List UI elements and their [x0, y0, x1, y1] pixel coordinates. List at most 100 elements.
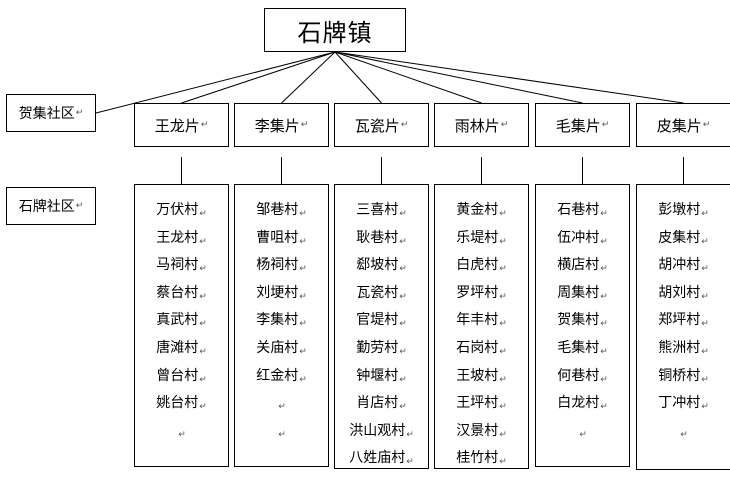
district-box: 李集片↵ — [234, 103, 329, 147]
village-item: 姚台村↵ — [135, 390, 228, 418]
village-name: 关庙村 — [256, 339, 299, 356]
paragraph-mark-icon: ↵ — [199, 264, 207, 275]
village-item: 年丰村↵ — [435, 307, 528, 335]
district-name: 瓦瓷片 — [354, 116, 400, 135]
paragraph-mark-icon: ↵ — [579, 429, 587, 440]
paragraph-mark-icon: ↵ — [299, 236, 307, 247]
village-item: 桂竹村↵ — [435, 445, 528, 473]
paragraph-mark-icon: ↵ — [701, 291, 709, 302]
village-item: 曹咀村↵ — [235, 225, 328, 253]
village-item: 杨祠村↵ — [235, 252, 328, 280]
village-item: 横店村↵ — [536, 252, 629, 280]
paragraph-mark-icon: ↵ — [600, 346, 608, 357]
paragraph-mark-icon: ↵ — [199, 402, 207, 413]
village-item: 王龙村↵ — [135, 225, 228, 253]
district-name: 皮集片 — [656, 116, 702, 135]
paragraph-mark-icon: ↵ — [299, 346, 307, 357]
village-item: 邹巷村↵ — [235, 197, 328, 225]
paragraph-mark-icon: ↵ — [600, 209, 608, 219]
village-item: 石巷村↵ — [536, 197, 629, 225]
village-name: 年丰村 — [456, 312, 499, 329]
paragraph-mark-icon: ↵ — [680, 429, 688, 440]
village-name: 皮集村 — [658, 229, 701, 246]
district-name: 毛集片 — [555, 116, 601, 135]
village-name: 王龙村 — [156, 229, 199, 246]
paragraph-mark-icon: ↵ — [299, 209, 307, 219]
village-name: 王坪村 — [456, 395, 499, 412]
village-list: 黄金村↵乐堤村↵白虎村↵罗坪村↵年丰村↵石岗村↵王坡村↵王坪村↵汉景村↵桂竹村↵ — [435, 197, 528, 473]
paragraph-mark-icon: ↵ — [399, 402, 407, 413]
village-item: 黄金村↵ — [435, 197, 528, 225]
village-name: 丁冲村 — [658, 395, 701, 412]
village-name: 勤劳村 — [356, 339, 399, 356]
village-list-box: 石巷村↵伍冲村↵横店村↵周集村↵贺集村↵毛集村↵何巷村↵白龙村↵↵ — [535, 184, 630, 467]
village-item: 耿巷村↵ — [335, 225, 428, 253]
community-label: 贺集社区 — [18, 106, 75, 122]
connector-line-heji — [95, 51, 336, 114]
village-name: 石岗村 — [456, 339, 499, 356]
connector-line-district — [334, 51, 382, 104]
village-item: 红金村↵ — [235, 363, 328, 391]
paragraph-mark-icon: ↵ — [299, 319, 307, 330]
paragraph-mark-icon: ↵ — [406, 457, 414, 468]
village-item: 铜桥村↵ — [637, 363, 730, 391]
village-name: 瓦瓷村 — [356, 284, 399, 301]
village-name: 刘埂村 — [256, 284, 299, 301]
paragraph-mark-icon: ↵ — [701, 209, 709, 219]
village-item: 李集村↵ — [235, 307, 328, 335]
village-list-box: 邹巷村↵曹咀村↵杨祠村↵刘埂村↵李集村↵关庙村↵红金村↵↵↵ — [234, 184, 329, 467]
district-name: 雨林片 — [454, 116, 500, 135]
village-item: 皮集村↵ — [637, 225, 730, 253]
village-list-box: 万伏村↵王龙村↵马祠村↵蔡台村↵真武村↵唐滩村↵曾台村↵姚台村↵↵ — [134, 184, 229, 467]
village-name: 杨祠村 — [256, 257, 299, 274]
village-name: 郑坪村 — [658, 312, 701, 329]
village-list: 彭墩村↵皮集村↵胡冲村↵胡刘村↵郑坪村↵熊洲村↵铜桥村↵丁冲村↵↵ — [637, 197, 730, 445]
village-list: 三喜村↵耿巷村↵郄坡村↵瓦瓷村↵官堤村↵勤劳村↵钟堰村↵肖店村↵洪山观村↵八姓庙… — [335, 197, 428, 473]
district-box: 毛集片↵ — [535, 103, 630, 147]
village-name: 钟堰村 — [356, 367, 399, 384]
village-item: 乐堤村↵ — [435, 225, 528, 253]
village-item: 郄坡村↵ — [335, 252, 428, 280]
village-item: 周集村↵ — [536, 280, 629, 308]
connector-line-district — [334, 51, 583, 104]
paragraph-mark-icon: ↵ — [600, 264, 608, 275]
paragraph-mark-icon: ↵ — [701, 346, 709, 357]
village-name: 石巷村 — [557, 202, 600, 218]
village-name: 伍冲村 — [557, 229, 600, 246]
paragraph-mark-icon: ↵ — [600, 319, 608, 330]
paragraph-mark-icon: ↵ — [499, 236, 507, 247]
paragraph-mark-icon: ↵ — [499, 402, 507, 413]
paragraph-mark-icon: ↵ — [499, 374, 507, 385]
village-name: 洪山观村 — [349, 422, 406, 439]
community-label: 石牌社区 — [18, 199, 75, 215]
village-name: 李集村 — [256, 312, 299, 329]
paragraph-mark-icon: ↵ — [701, 402, 709, 413]
village-name: 唐滩村 — [156, 339, 199, 356]
empty-line: ↵ — [637, 418, 730, 446]
village-item: 肖店村↵ — [335, 390, 428, 418]
paragraph-mark-icon: ↵ — [75, 201, 84, 211]
village-item: 汉景村↵ — [435, 418, 528, 446]
connector-line-district — [281, 51, 336, 104]
village-item: 何巷村↵ — [536, 363, 629, 391]
village-item: 官堤村↵ — [335, 307, 428, 335]
paragraph-mark-icon: ↵ — [199, 209, 207, 219]
paragraph-mark-icon: ↵ — [299, 291, 307, 302]
paragraph-mark-icon: ↵ — [702, 120, 711, 130]
paragraph-mark-icon: ↵ — [399, 346, 407, 357]
paragraph-mark-icon: ↵ — [178, 429, 186, 440]
paragraph-mark-icon: ↵ — [499, 319, 507, 330]
paragraph-mark-icon: ↵ — [701, 264, 709, 275]
village-item: 洪山观村↵ — [335, 418, 428, 446]
village-name: 真武村 — [156, 312, 199, 329]
paragraph-mark-icon: ↵ — [399, 374, 407, 385]
paragraph-mark-icon: ↵ — [199, 374, 207, 385]
village-item: 曾台村↵ — [135, 363, 228, 391]
paragraph-mark-icon: ↵ — [278, 429, 286, 440]
village-name: 胡刘村 — [658, 284, 701, 301]
paragraph-mark-icon: ↵ — [75, 108, 84, 118]
village-name: 周集村 — [557, 284, 600, 301]
village-item: 王坡村↵ — [435, 363, 528, 391]
village-item: 关庙村↵ — [235, 335, 328, 363]
village-item: 贺集村↵ — [536, 307, 629, 335]
